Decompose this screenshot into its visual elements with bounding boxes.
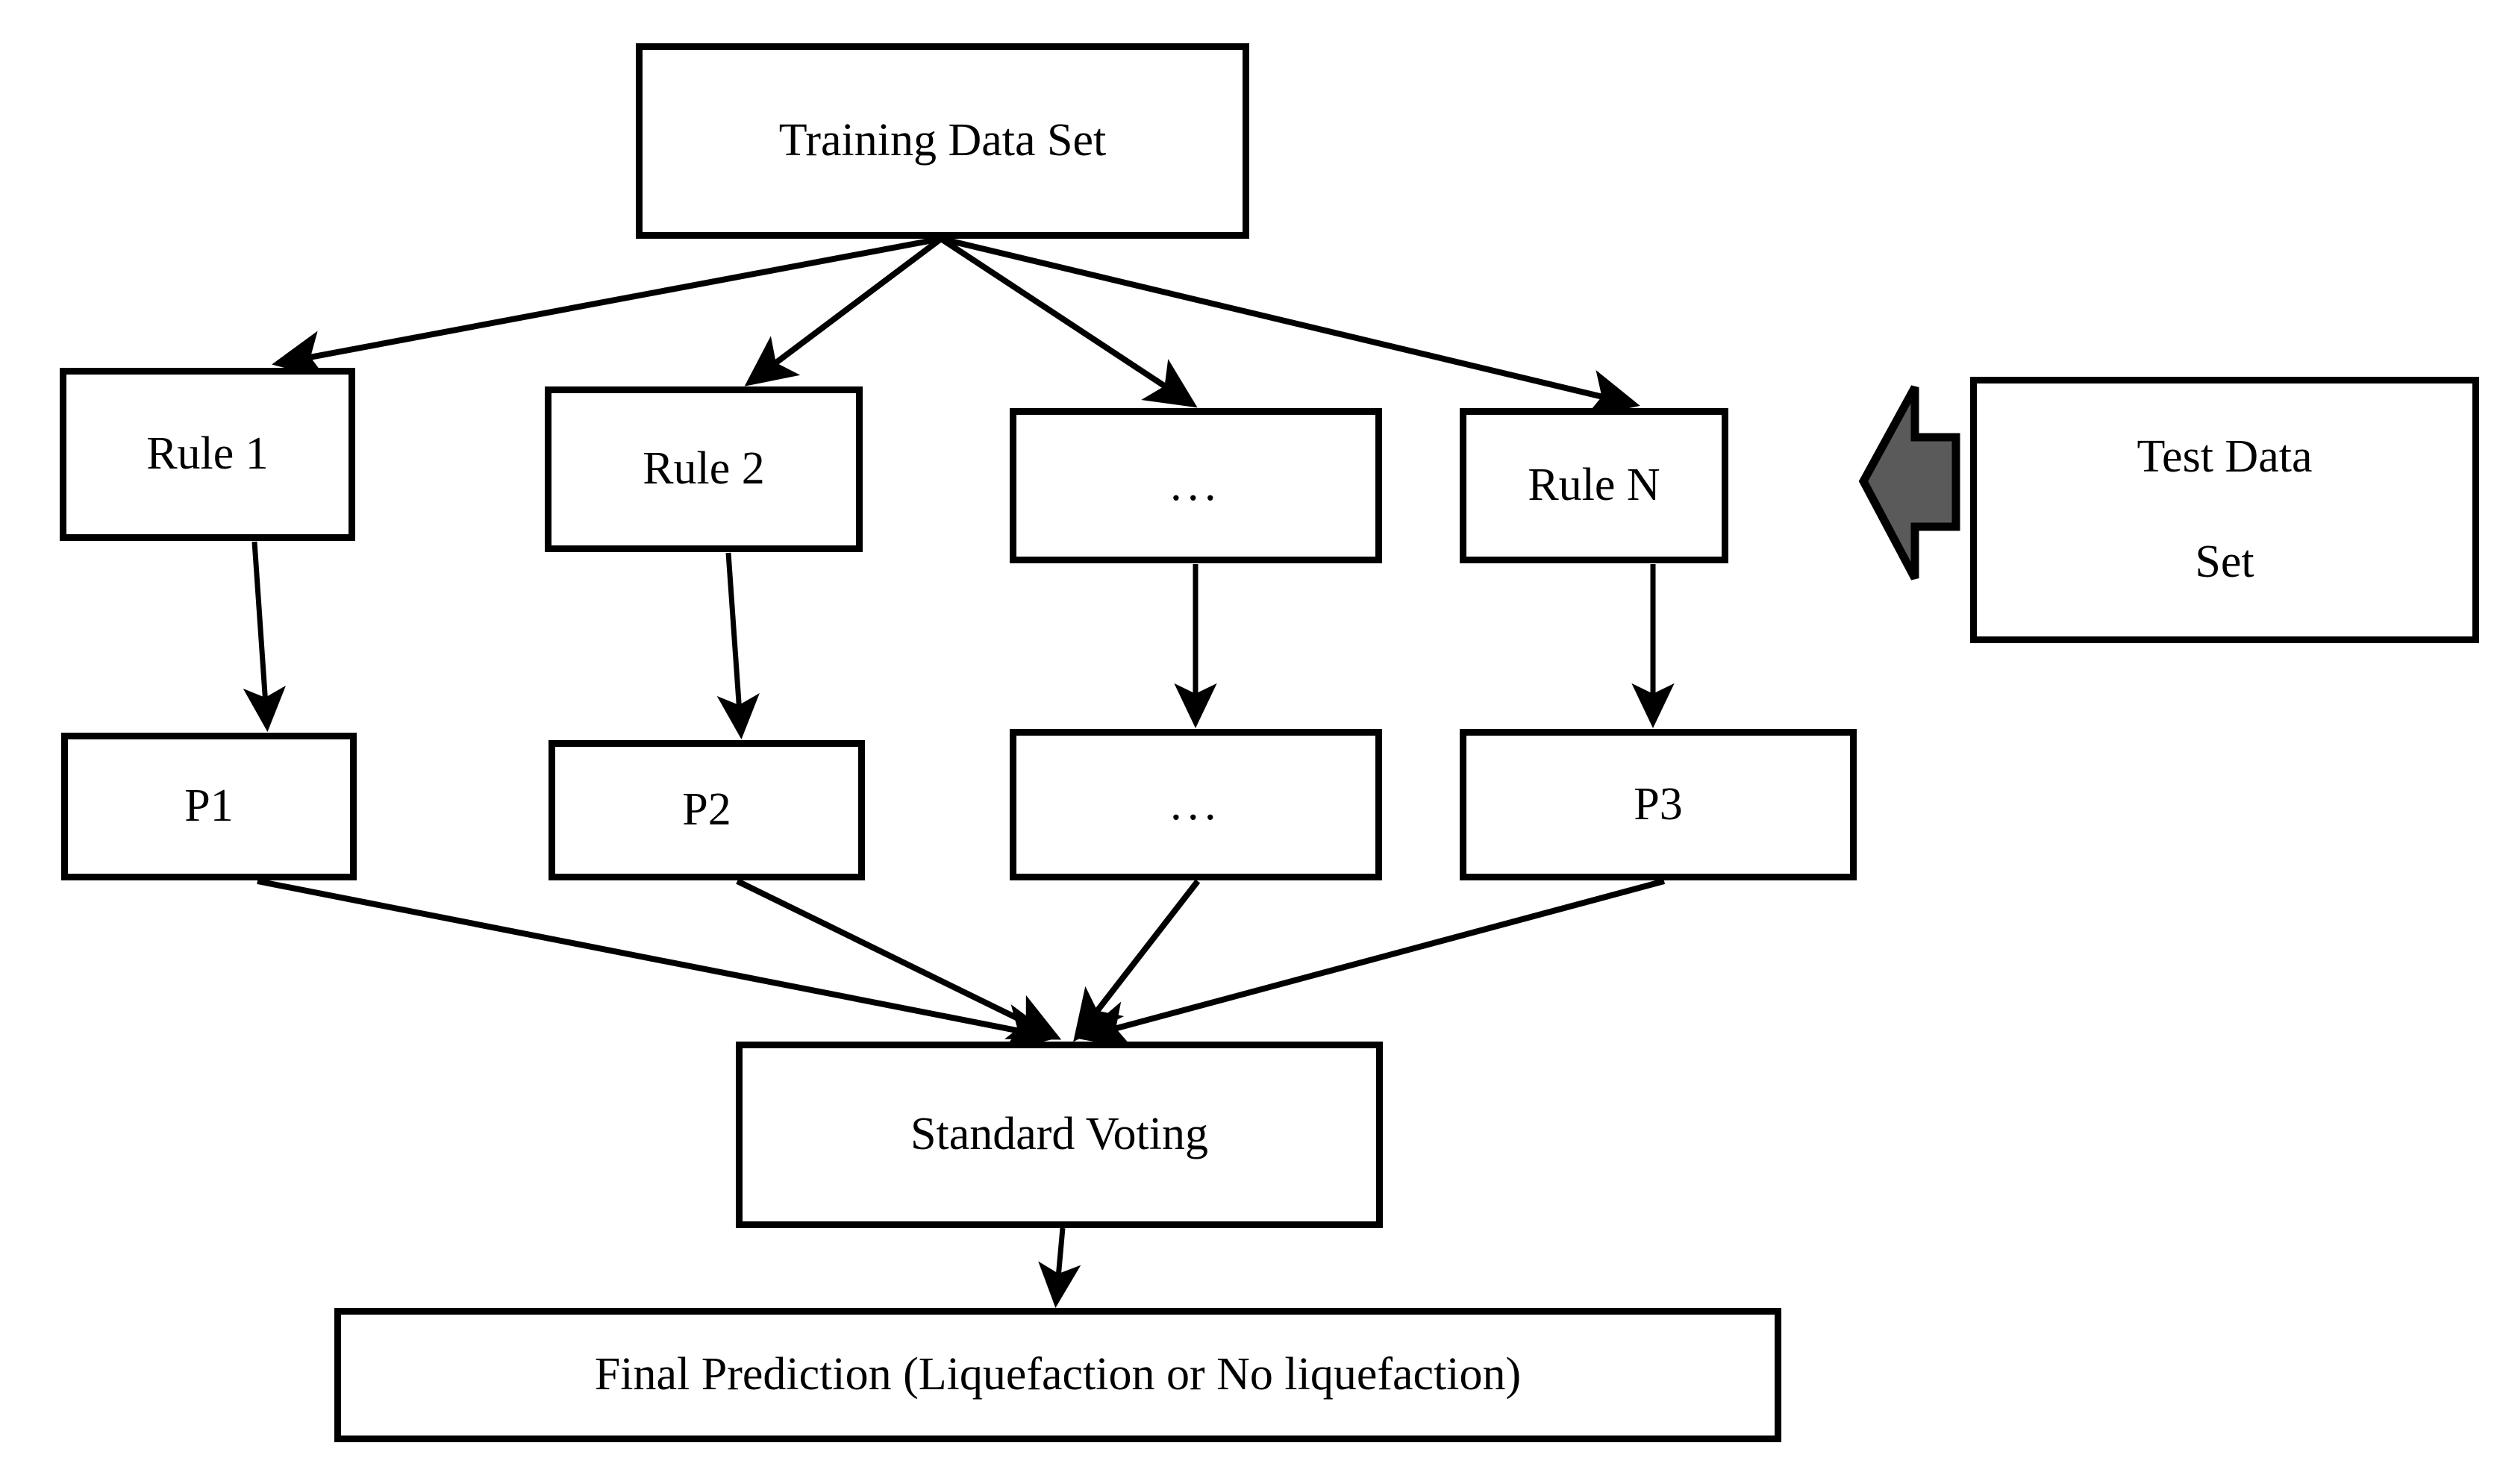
- edge-p3-to-voting: [1078, 878, 1666, 1049]
- node-final-prediction-label: Final Prediction (Liquefaction or No liq…: [594, 1349, 1522, 1400]
- edge-rule2-to-p2: [716, 552, 760, 739]
- node-p2-label: P2: [682, 784, 731, 836]
- node-p3[interactable]: P3: [1460, 729, 1857, 880]
- node-rule-1-label: Rule 1: [146, 428, 269, 480]
- edge-training-to-rule-dots: [939, 236, 1198, 408]
- node-training-data[interactable]: Training Data Set: [636, 43, 1249, 239]
- node-p1-label: P1: [184, 780, 234, 832]
- edge-training-to-rule1: [272, 236, 942, 380]
- node-p3-label: P3: [1634, 778, 1683, 830]
- edge-voting-to-final: [1038, 1227, 1081, 1308]
- node-rule-n-label: Rule N: [1528, 460, 1660, 511]
- edge-training-to-rule2: [744, 236, 943, 386]
- edge-rule1-to-p1: [243, 541, 286, 732]
- node-p-ellipsis[interactable]: ...: [1010, 729, 1382, 880]
- node-p2[interactable]: P2: [549, 740, 865, 880]
- node-final-prediction[interactable]: Final Prediction (Liquefaction or No liq…: [334, 1308, 1781, 1442]
- node-test-data-label-line2: Set: [2195, 536, 2254, 588]
- node-rule-ellipsis-label: ...: [1170, 460, 1222, 511]
- node-rule-1[interactable]: Rule 1: [60, 368, 355, 541]
- node-test-data[interactable]: Test Data Set: [1970, 377, 2479, 643]
- node-p1[interactable]: P1: [61, 733, 357, 880]
- node-rule-ellipsis[interactable]: ...: [1010, 408, 1382, 563]
- node-training-data-label: Training Data Set: [778, 115, 1107, 166]
- node-rule-n[interactable]: Rule N: [1460, 408, 1728, 563]
- node-rule-2-label: Rule 2: [643, 443, 765, 495]
- node-p-ellipsis-label: ...: [1170, 778, 1222, 830]
- node-standard-voting[interactable]: Standard Voting: [736, 1042, 1383, 1228]
- node-standard-voting-label: Standard Voting: [910, 1109, 1208, 1160]
- node-test-data-label-line1: Test Data: [2137, 431, 2313, 483]
- edge-pdots-to-voting: [1073, 879, 1201, 1042]
- edge-p2-to-voting: [736, 878, 1062, 1040]
- edge-training-to-ruleN: [940, 236, 1640, 418]
- edge-p1-to-voting: [257, 878, 1057, 1053]
- node-rule-2[interactable]: Rule 2: [545, 386, 863, 552]
- test-data-block-arrow-icon: [1858, 385, 1960, 580]
